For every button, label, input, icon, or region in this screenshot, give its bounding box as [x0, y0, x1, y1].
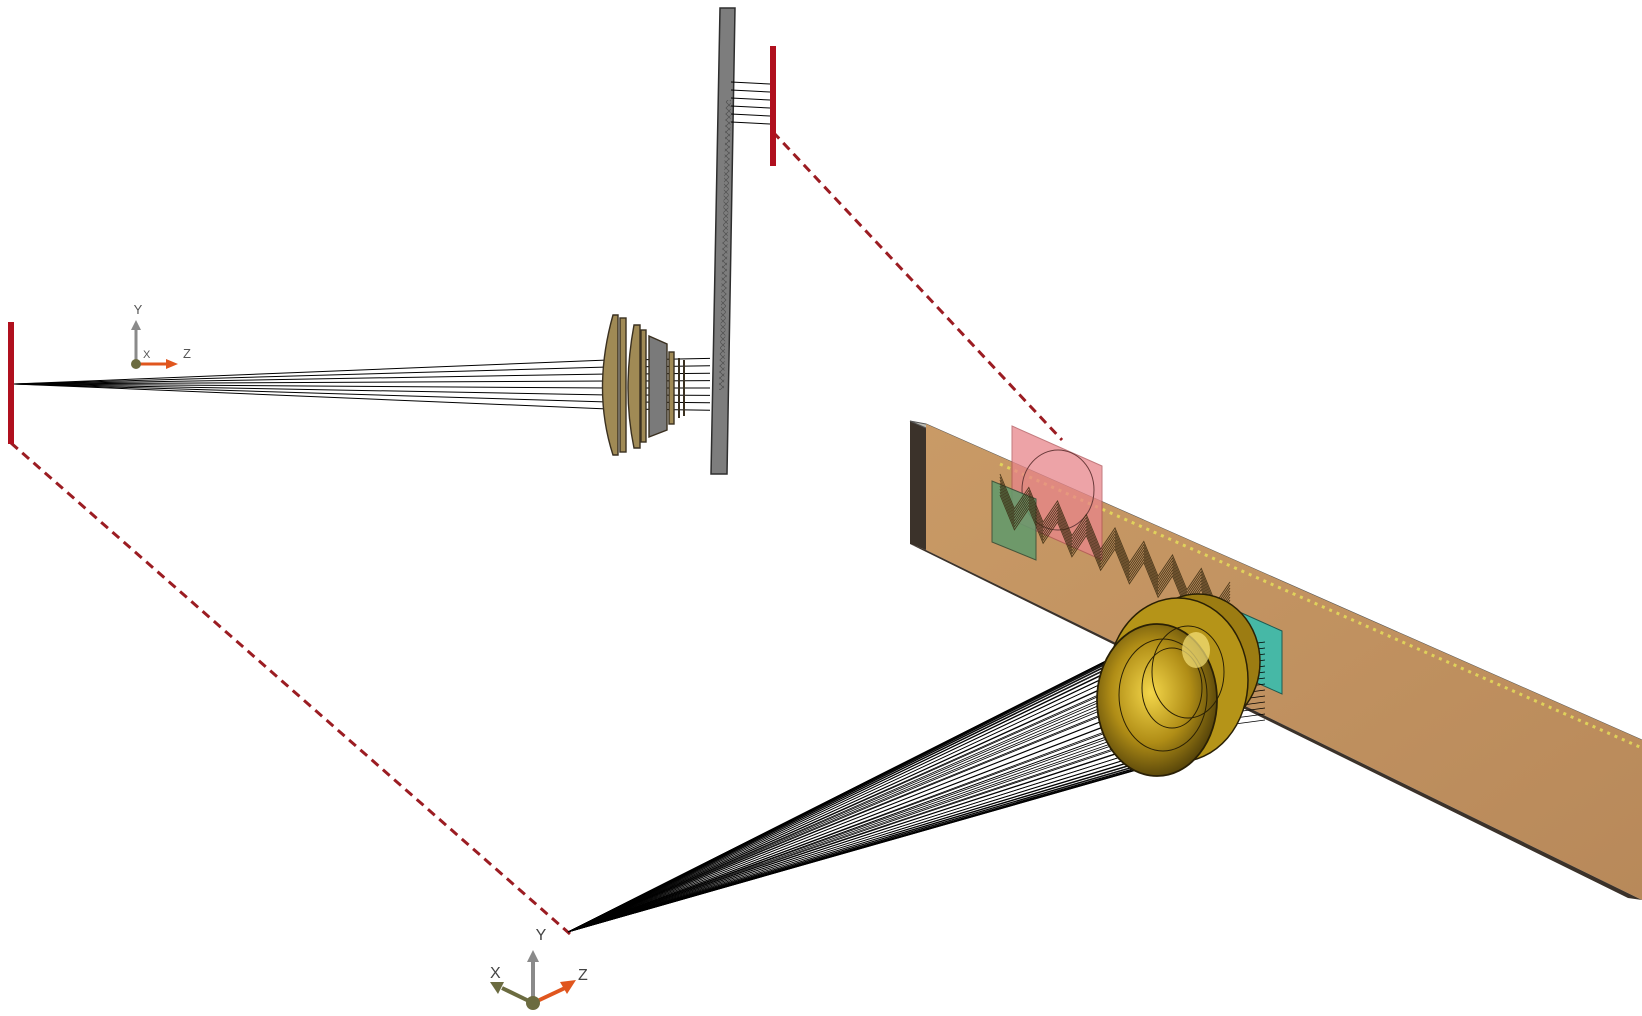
- axis-iso-x-label: X: [490, 965, 501, 982]
- axis-iso-z-label: Z: [578, 967, 588, 984]
- axis-triad-side: Y X Z: [131, 302, 191, 369]
- iso-view: Y X Z: [490, 421, 1642, 1010]
- lens-assembly-highlight: [1182, 632, 1210, 668]
- lens-element-3: [628, 325, 640, 448]
- leader-line-bottom: [11, 443, 570, 934]
- axis-side-y-label: Y: [134, 302, 143, 317]
- iso-ray: [568, 740, 1123, 932]
- axis-triad-icon: [490, 950, 576, 1010]
- lens-element-4: [641, 330, 646, 442]
- iso-ray: [568, 756, 1139, 932]
- iso-ray: [568, 744, 1127, 932]
- lens-element-2: [620, 318, 626, 452]
- iso-ray: [568, 643, 1179, 932]
- leader-line-top: [773, 132, 1062, 440]
- iso-ray: [568, 641, 1174, 932]
- iso-ray: [568, 749, 1130, 932]
- axis-triad-iso: Y X Z: [490, 927, 588, 1010]
- side-view: Y X Z: [11, 8, 773, 474]
- slab-side: [910, 421, 926, 550]
- iso-ray: [568, 758, 1144, 932]
- lens-stack-side: [603, 315, 685, 455]
- lens-element-1: [603, 315, 619, 455]
- iso-ray: [568, 646, 1183, 932]
- iso-ray: [568, 638, 1164, 932]
- lens-element-6: [669, 352, 674, 424]
- side-ray: [14, 360, 608, 384]
- plate-exit-rays: [731, 82, 770, 124]
- lens-element-5: [649, 336, 667, 437]
- axis-side-z-label: Z: [183, 346, 191, 361]
- axis-side-x-label: X: [143, 349, 151, 361]
- iso-ray: [568, 649, 1188, 932]
- axis-iso-y-label: Y: [536, 927, 547, 944]
- axis-triad-icon: [131, 320, 178, 369]
- iso-ray: [568, 753, 1135, 932]
